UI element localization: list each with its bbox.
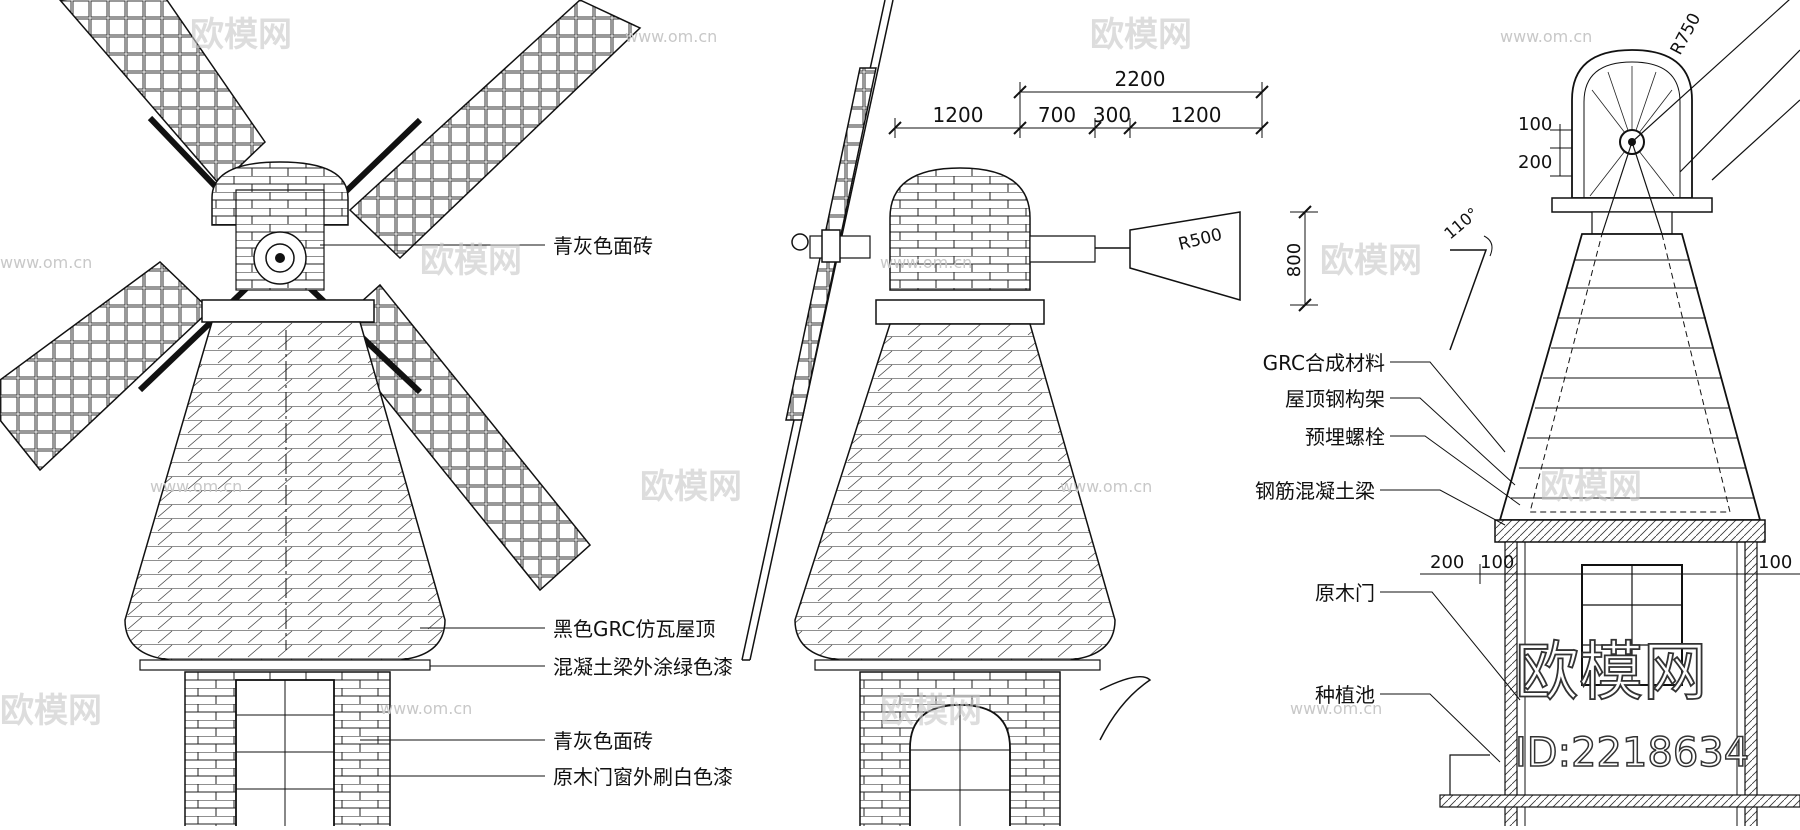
watermark-id: ID:2218634 <box>1515 730 1749 776</box>
front-leader-lines <box>320 244 545 777</box>
dim-700: 700 <box>1038 103 1076 127</box>
section-label-door: 原木门 <box>1315 581 1375 605</box>
side-tail-vane <box>1129 211 1241 301</box>
section-wall-left <box>1504 541 1518 830</box>
front-elevation: 青灰色面砖 黑色GRC仿瓦屋顶 混凝土梁外涂绿色漆 青灰色面砖 原木门窗外刷白色… <box>0 0 733 830</box>
section-inner-truss <box>1601 141 1663 235</box>
side-bracket <box>1099 675 1152 741</box>
watermarks: 欧模网 欧模网 欧模网 欧模网 欧模网 欧模网 欧模网 欧模网 www.om.c… <box>0 15 1750 777</box>
watermark-brand-8: 欧模网 <box>880 691 982 731</box>
watermark-domain-8: www.om.cn <box>1290 699 1382 718</box>
section-dim-100: 100 <box>1518 114 1552 135</box>
section-label-bolt: 预埋螺栓 <box>1305 425 1385 449</box>
label-door-window: 原木门窗外刷白色漆 <box>553 765 733 789</box>
section-small-dims <box>1420 124 1800 584</box>
label-roof-brick: 青灰色面砖 <box>553 234 653 258</box>
section-label-grc: GRC合成材料 <box>1263 351 1385 375</box>
dim-height-800: 800 <box>1284 243 1305 277</box>
section-radius-lines <box>1631 0 1800 181</box>
watermark-brand-7: 欧模网 <box>0 691 102 731</box>
front-door-panels <box>236 680 334 830</box>
side-tail-connector <box>1029 235 1096 263</box>
watermark-brand-5: 欧模网 <box>640 467 742 507</box>
side-elevation: R500 <box>741 0 1318 830</box>
section-steel-frame <box>1529 233 1731 513</box>
section-angle-arc <box>1483 235 1493 257</box>
watermark-domain-7: www.om.cn <box>380 699 472 718</box>
watermark-domain-3: www.om.cn <box>0 253 92 272</box>
section-dim-w100: 100 <box>1480 552 1514 573</box>
watermark-domain-1: www.om.cn <box>625 27 717 46</box>
front-hub-axle <box>275 253 285 263</box>
watermark-domain-4: www.om.cn <box>880 253 972 272</box>
section-door-panes <box>1582 565 1682 685</box>
dim-1200-left: 1200 <box>933 103 984 127</box>
side-hub <box>791 233 809 251</box>
label-roof-tile: 黑色GRC仿瓦屋顶 <box>553 617 715 641</box>
label-beam-paint: 混凝土梁外涂绿色漆 <box>553 655 733 679</box>
section-label-steel: 屋顶钢构架 <box>1285 387 1385 411</box>
front-roof-ledge <box>201 299 375 323</box>
side-beam <box>814 659 1101 671</box>
watermark-brand-4: 欧模网 <box>1320 241 1422 281</box>
watermark-brand-2: 欧模网 <box>1090 15 1192 55</box>
section-cap-base <box>1591 211 1673 235</box>
side-door-panels <box>910 705 1010 830</box>
side-dome <box>889 167 1031 291</box>
side-hub-block <box>821 229 841 263</box>
watermark-brand-3: 欧模网 <box>420 241 522 281</box>
dim-1200-right: 1200 <box>1171 103 1222 127</box>
watermark-domain-6: www.om.cn <box>1060 477 1152 496</box>
section-cap-ledge <box>1551 197 1713 213</box>
section-planter-edge <box>1449 754 1490 795</box>
section-radius-r750: R750 <box>1667 10 1705 58</box>
section-dim-200: 200 <box>1518 152 1552 173</box>
section-leader-lines <box>1380 361 1521 763</box>
section-label-beam: 钢筋混凝土梁 <box>1255 479 1375 503</box>
section-ground-slab <box>1439 794 1800 808</box>
watermark-brand-1: 欧模网 <box>190 15 292 55</box>
watermark-brand-6: 欧模网 <box>1540 467 1642 507</box>
front-beam <box>139 659 431 671</box>
dim-300: 300 <box>1093 103 1131 127</box>
label-wall-brick: 青灰色面砖 <box>553 729 653 753</box>
dim-total-2200: 2200 <box>1115 67 1166 91</box>
watermark-domain-5: www.om.cn <box>150 477 242 496</box>
watermark-large-brand: 欧模网 <box>1515 636 1707 710</box>
watermark-domain-2: www.om.cn <box>1500 27 1592 46</box>
side-roof-ledge <box>875 299 1045 325</box>
section-angle-label: 110° <box>1440 204 1482 243</box>
section-dim-w100-right: 100 <box>1758 552 1792 573</box>
section-concrete-beam <box>1494 519 1766 543</box>
section-wall-right <box>1744 541 1758 830</box>
section-purlins <box>1511 259 1754 499</box>
section-dim-w200: 200 <box>1430 552 1464 573</box>
section-elevation: R750 <box>1255 0 1800 830</box>
side-dimension-lines <box>888 82 1318 312</box>
section-top-arch-inner <box>1583 61 1681 198</box>
section-label-planter: 种植池 <box>1315 683 1375 707</box>
section-angle-marker <box>1449 249 1488 351</box>
